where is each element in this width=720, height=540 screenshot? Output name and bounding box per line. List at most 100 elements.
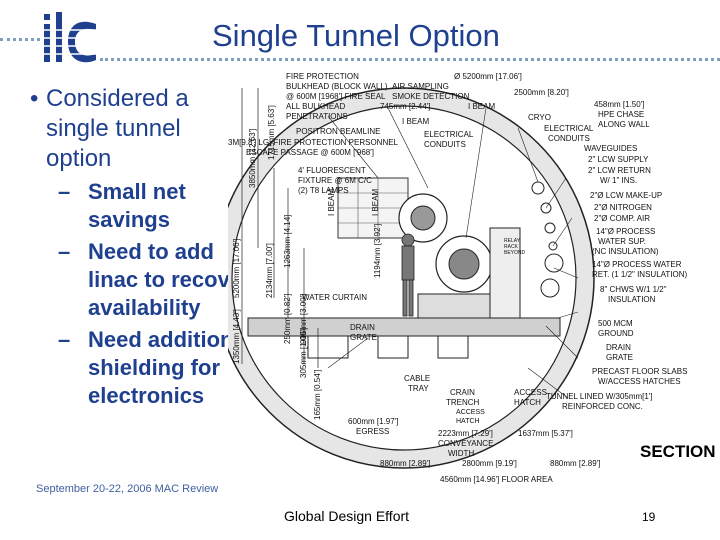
dash-icon: – (58, 179, 71, 204)
label-fire-protection-3: @ 600M [1968'] FIRE SEAL (286, 92, 386, 101)
label-lcw-supply: 2" LCW SUPPLY (588, 155, 649, 164)
label-egress-2: EGRESS (356, 427, 389, 436)
footer-organization: Global Design Effort (284, 508, 410, 524)
label-lcw-makeup: 2"Ø LCW MAKE-UP (590, 191, 662, 200)
label-vdim-3: 1715mm [5.63'] (267, 105, 276, 160)
label-vdim-1: 5200mm [17.06'] (232, 239, 241, 298)
label-waveguides: WAVEGUIDES (584, 144, 637, 153)
label-dim-2500: 2500mm [8.20'] (514, 88, 569, 97)
label-fluorescent-3: (2) T8 LAMPS (298, 186, 349, 195)
label-fluorescent-1: 4' FLUORESCENT (298, 166, 366, 175)
label-relay-rack-1: RELAY (504, 238, 521, 244)
label-crain-trench-1: CRAIN (450, 388, 475, 397)
relay-rack-beyond (489, 227, 521, 319)
label-access-hatch-1: ACCESS (514, 388, 547, 397)
ilc-logo (40, 10, 100, 66)
bullet-item: • Considered a single tunnel option (30, 84, 260, 174)
label-ibeam-top: I BEAM (468, 102, 495, 111)
dash-icon: – (58, 239, 71, 264)
label-water-curtain: WATER CURTAIN (302, 293, 367, 302)
crain-trench-shape (307, 335, 349, 359)
label-positron-beamline: POSITRON BEAMLINE (296, 127, 380, 136)
label-process-return-2: RET. (1 1/2" INSULATION) (592, 270, 687, 279)
page-number: 19 (642, 510, 656, 524)
label-vdim-9: 1194mm [3.92'] (373, 224, 382, 278)
label-vdim-7: 915mm [3.00'] (299, 294, 308, 344)
footer-date: September 20-22, 2006 MAC Review (36, 483, 219, 495)
label-access-hatch-lower-2: HATCH (456, 418, 480, 425)
label-process-supply-1: 14"Ø PROCESS (596, 227, 655, 236)
label-lcw-return-2: W/ 1" INS. (600, 176, 637, 185)
tunnel-diagram-svg: FIRE PROTECTION BULKHEAD (BLOCK WALL) @ … (213, 72, 687, 484)
label-process-supply-2: WATER SUP. (598, 237, 646, 246)
sub-bullet-item: – Small net savings (58, 178, 260, 234)
label-chws-1: 8" CHWS W/1 1/2" (600, 285, 667, 294)
label-beam-vertical-right: I BEAM (371, 189, 380, 216)
label-fire-protection-1: FIRE PROTECTION (286, 72, 359, 81)
label-drain-grate-left-1: DRAIN (350, 323, 375, 332)
label-hpe-chase-1: 458mm [1.50'] (594, 100, 644, 109)
label-floor-area: 4560mm [14.96'] FLOOR AREA (440, 475, 553, 484)
label-dim-1637: 1637mm [5.37'] (518, 429, 573, 438)
label-crain-trench-2: TRENCH (446, 398, 480, 407)
label-access-hatch-lower-1: ACCESS (456, 409, 485, 416)
label-hpe-chase-3: ALONG WALL (598, 120, 650, 129)
label-cable-tray-2: TRAY (408, 384, 429, 393)
label-chws-2: INSULATION (608, 295, 656, 304)
label-dim-2800: 2800mm [9.19'] (462, 459, 517, 468)
sub-bullet-item: – Need to add linac to recover availabil… (58, 238, 260, 322)
sub-bullet-text: Small net savings (88, 179, 186, 232)
label-electrical-right-1: ELECTRICAL (544, 124, 594, 133)
label-lcw-return-1: 2" LCW RETURN (588, 166, 651, 175)
sub-bullet-text: Need additional shielding for electronic… (88, 327, 252, 408)
label-conveyance-2: CONVEYANCE (438, 439, 493, 448)
label-tunnel-lined-1: TUNNEL LINED W/305mm[1'] (546, 392, 653, 401)
precast-floor-slab (247, 317, 561, 337)
access-hatch-shape (377, 335, 409, 359)
label-tunnel-lined-2: REINFORCED CONC. (562, 402, 643, 411)
person-figure (401, 233, 415, 317)
label-drain-grate-right-1: DRAIN (606, 343, 631, 352)
label-smoke-detection: SMOKE DETECTION (392, 92, 470, 101)
section-heading-fragment: SECTION (640, 442, 716, 461)
tunnel-cross-section-diagram: FIRE PROTECTION BULKHEAD (BLOCK WALL) @ … (213, 68, 720, 488)
label-electrical-conduits-1: ELECTRICAL (424, 130, 474, 139)
label-fire-protection-2: BULKHEAD (BLOCK WALL) (286, 82, 388, 91)
label-escape-passage-1: 3M[9.8'] LG. FIRE PROTECTION PERSONNEL (228, 138, 399, 147)
label-egress-1: 600mm [1.97'] (348, 417, 398, 426)
label-vdim-4: 2134mm [7.00'] (265, 243, 274, 298)
label-vdim-8: 1350mm [4.43'] (232, 309, 241, 364)
label-electrical-right-2: CONDUITS (548, 134, 590, 143)
label-dim-745: 745mm [2.44'] (380, 102, 430, 111)
label-cable-tray-1: CABLE (404, 374, 430, 383)
access-hatch-shape (437, 335, 469, 359)
label-mcm-ground-2: GROUND (598, 329, 634, 338)
label-dim-880-left: 880mm [2.89'] (380, 459, 430, 468)
label-process-return-1: 14"Ø PROCESS WATER (592, 260, 682, 269)
label-fire-protection-5: PENETRATIONS (286, 112, 348, 121)
sub-bullet-item: – Need additional shielding for electron… (58, 326, 260, 410)
label-relay-rack-2: RACK (504, 244, 519, 250)
bullet-list: • Considered a single tunnel option – Sm… (30, 84, 260, 410)
label-escape-passage-2: ESCAPE PASSAGE @ 600M ['968'] (246, 148, 374, 157)
bullet-text: Considered a single tunnel option (46, 85, 189, 172)
label-floor-slabs-1: PRECAST FLOOR SLABS (592, 367, 687, 376)
label-drain-grate-left-2: GRATE (350, 333, 377, 342)
label-vdim-11: 305mm [1.00'] (299, 328, 308, 378)
label-conveyance-1: 2223mm [7.29'] (438, 429, 493, 438)
sub-bullet-text: Need to add linac to recover availabilit… (88, 239, 251, 320)
label-dim-880-right: 880mm [2.89'] (550, 459, 600, 468)
label-cryo: CRYO (528, 113, 551, 122)
label-electrical-conduits-2: CONDUITS (424, 140, 466, 149)
label-conveyance-3: WIDTH (448, 449, 474, 458)
decorative-dotted-line-header (100, 58, 720, 61)
label-vdim-10: 165mm [0.54'] (313, 370, 322, 420)
decorative-dotted-line-left (0, 38, 40, 41)
label-drain-grate-right-2: GRATE (606, 353, 633, 362)
dash-icon: – (58, 327, 71, 352)
label-relay-rack-3: BEYOND (504, 250, 526, 256)
label-air-sampling: AIR SAMPLING (392, 82, 449, 91)
slide-title: Single Tunnel Option (212, 18, 500, 53)
label-fluorescent-2: FIXTURE @ 6M C/C (298, 176, 372, 185)
label-fire-protection-4: ALL BULKHEAD (286, 102, 346, 111)
